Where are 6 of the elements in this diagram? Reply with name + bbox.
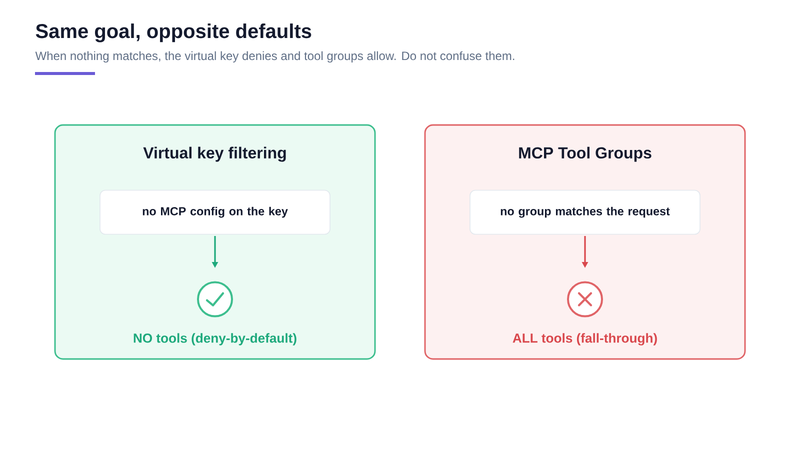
result-label: ALL tools (fall-through) [512,333,657,346]
title: Same goal, opposite defaults [36,24,312,42]
condition-box: no group matches the request [470,190,700,235]
subtitle: When nothing matches, the virtual key denies and tool groups allow. Do not confuse them. [35,51,514,62]
condition-box: no MCP config on the key [100,190,330,235]
result-label: NO tools (deny-by-default) [134,333,296,346]
